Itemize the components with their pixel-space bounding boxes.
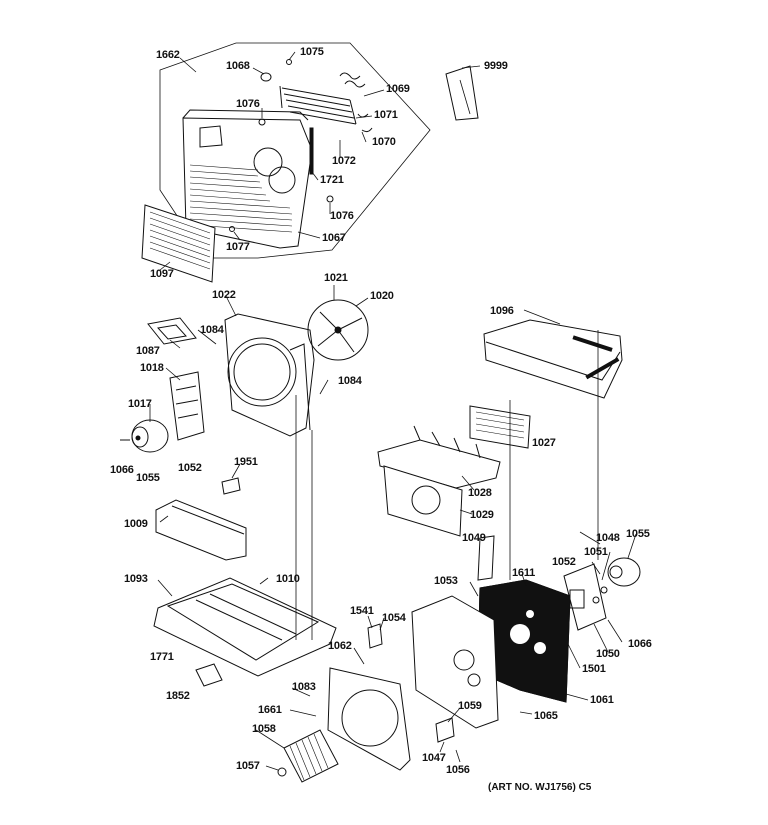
label-1076-top: 1076 [236, 98, 260, 110]
label-1076-right: 1076 [330, 210, 354, 222]
label-1083: 1083 [292, 681, 316, 693]
label-1056: 1056 [446, 764, 470, 776]
fan-shroud-assembly [120, 299, 369, 453]
label-1093: 1093 [124, 573, 148, 585]
label-1066-right: 1066 [628, 638, 652, 650]
label-1050: 1050 [596, 648, 620, 660]
evaporator-cover-assembly [377, 319, 623, 537]
label-1062: 1062 [328, 640, 352, 652]
label-1057: 1057 [236, 760, 260, 772]
label-1055-right: 1055 [626, 528, 650, 540]
base-pan-assembly [153, 395, 337, 687]
label-1018: 1018 [140, 362, 164, 374]
label-1065: 1065 [534, 710, 558, 722]
label-1061: 1061 [590, 694, 614, 706]
label-1048: 1048 [596, 532, 620, 544]
label-1541: 1541 [350, 605, 374, 617]
label-1058: 1058 [252, 723, 276, 735]
label-1010: 1010 [276, 573, 300, 585]
label-1066-left: 1066 [110, 464, 134, 476]
label-1501: 1501 [582, 663, 606, 675]
label-1051: 1051 [584, 546, 608, 558]
label-1661: 1661 [258, 704, 282, 716]
label-1055-left: 1055 [136, 472, 160, 484]
label-1096: 1096 [490, 305, 514, 317]
label-1721: 1721 [320, 174, 344, 186]
label-1054: 1054 [382, 612, 406, 624]
label-1021: 1021 [324, 272, 348, 284]
label-1022: 1022 [212, 289, 236, 301]
condenser-assembly [277, 330, 641, 783]
label-1072: 1072 [332, 155, 356, 167]
art-number: (ART NO. WJ1756) C5 [488, 782, 592, 793]
label-1053: 1053 [434, 575, 458, 587]
label-1020: 1020 [370, 290, 394, 302]
label-1049: 1049 [462, 532, 486, 544]
front-grille-assembly [141, 42, 479, 283]
leader-lines [149, 51, 637, 771]
label-1028: 1028 [468, 487, 492, 499]
label-1075: 1075 [300, 46, 324, 58]
label-9999: 9999 [484, 60, 508, 72]
label-1067: 1067 [322, 232, 346, 244]
label-1017: 1017 [128, 398, 152, 410]
label-1662: 1662 [156, 49, 180, 61]
label-1047: 1047 [422, 752, 446, 764]
label-1059: 1059 [458, 700, 482, 712]
label-1070: 1070 [372, 136, 396, 148]
label-1611: 1611 [512, 567, 536, 579]
label-1068: 1068 [226, 60, 250, 72]
label-1852: 1852 [166, 690, 190, 702]
label-1071: 1071 [374, 109, 398, 121]
label-1027: 1027 [532, 437, 556, 449]
label-1097: 1097 [150, 268, 174, 280]
label-1052-right: 1052 [552, 556, 576, 568]
label-1084-upper: 1084 [200, 324, 224, 336]
label-1084-lower: 1084 [338, 375, 362, 387]
label-1951: 1951 [234, 456, 258, 468]
label-1077: 1077 [226, 241, 250, 253]
label-1029: 1029 [470, 509, 494, 521]
label-1069: 1069 [386, 83, 410, 95]
label-1771: 1771 [150, 651, 174, 663]
label-1087: 1087 [136, 345, 160, 357]
label-1052-left: 1052 [178, 462, 202, 474]
label-1009: 1009 [124, 518, 148, 530]
